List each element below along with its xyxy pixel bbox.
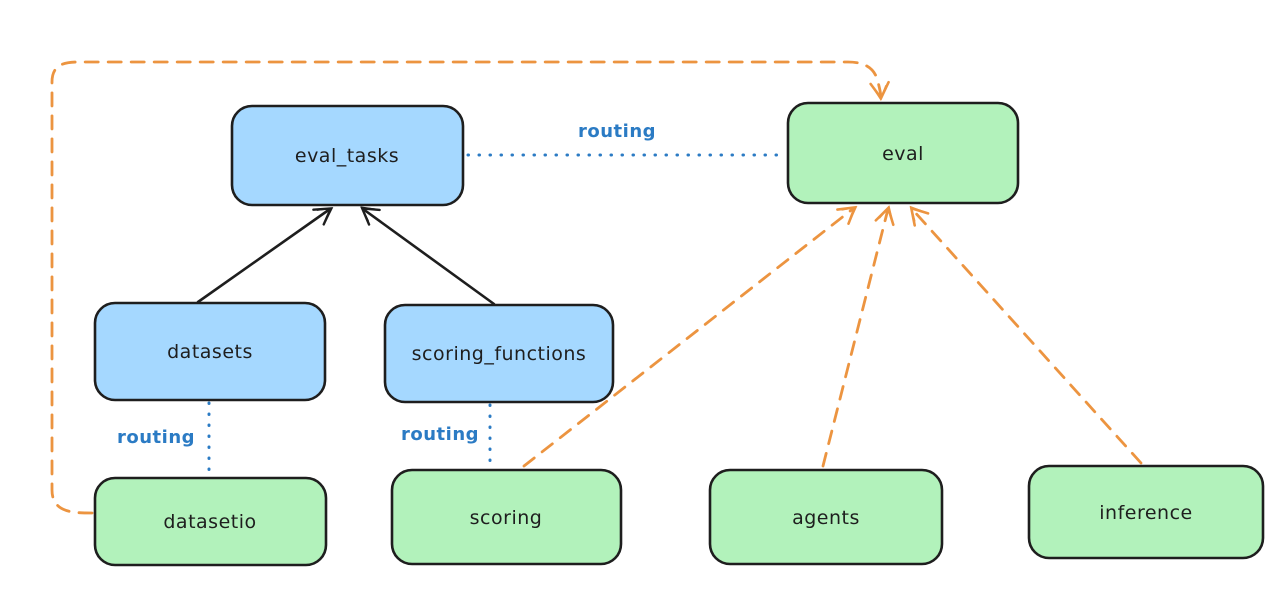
node-eval-tasks: eval_tasks xyxy=(230,104,465,207)
node-datasetio-label: datasetio xyxy=(163,511,256,533)
node-agents: agents xyxy=(708,468,944,566)
node-datasets-label: datasets xyxy=(167,341,253,363)
edge-agents-to-eval xyxy=(821,205,895,468)
edge-inference-to-eval xyxy=(909,205,1143,465)
node-datasets: datasets xyxy=(93,301,327,402)
node-eval-tasks-label: eval_tasks xyxy=(295,145,399,167)
node-eval-label: eval xyxy=(882,143,924,165)
node-scoring-label: scoring xyxy=(470,507,543,529)
edge-scoring-functions-to-eval-tasks xyxy=(360,206,496,306)
node-datasetio: datasetio xyxy=(93,476,328,567)
node-inference-label: inference xyxy=(1099,502,1192,524)
node-inference: inference xyxy=(1027,464,1265,560)
node-scoring-functions: scoring_functions xyxy=(383,303,615,404)
routing-label-scoring-functions-scoring: routing xyxy=(401,424,479,445)
edge-datasetio-to-eval xyxy=(50,60,890,515)
node-eval: eval xyxy=(786,101,1020,205)
node-agents-label: agents xyxy=(792,507,860,529)
node-scoring: scoring xyxy=(390,468,623,566)
routing-label-eval-tasks-eval: routing xyxy=(578,121,656,142)
node-scoring-functions-label: scoring_functions xyxy=(412,343,587,365)
edge-scoring-to-eval xyxy=(522,205,858,468)
routing-label-datasets-datasetio: routing xyxy=(117,427,195,448)
edge-datasets-to-eval-tasks xyxy=(196,207,334,304)
